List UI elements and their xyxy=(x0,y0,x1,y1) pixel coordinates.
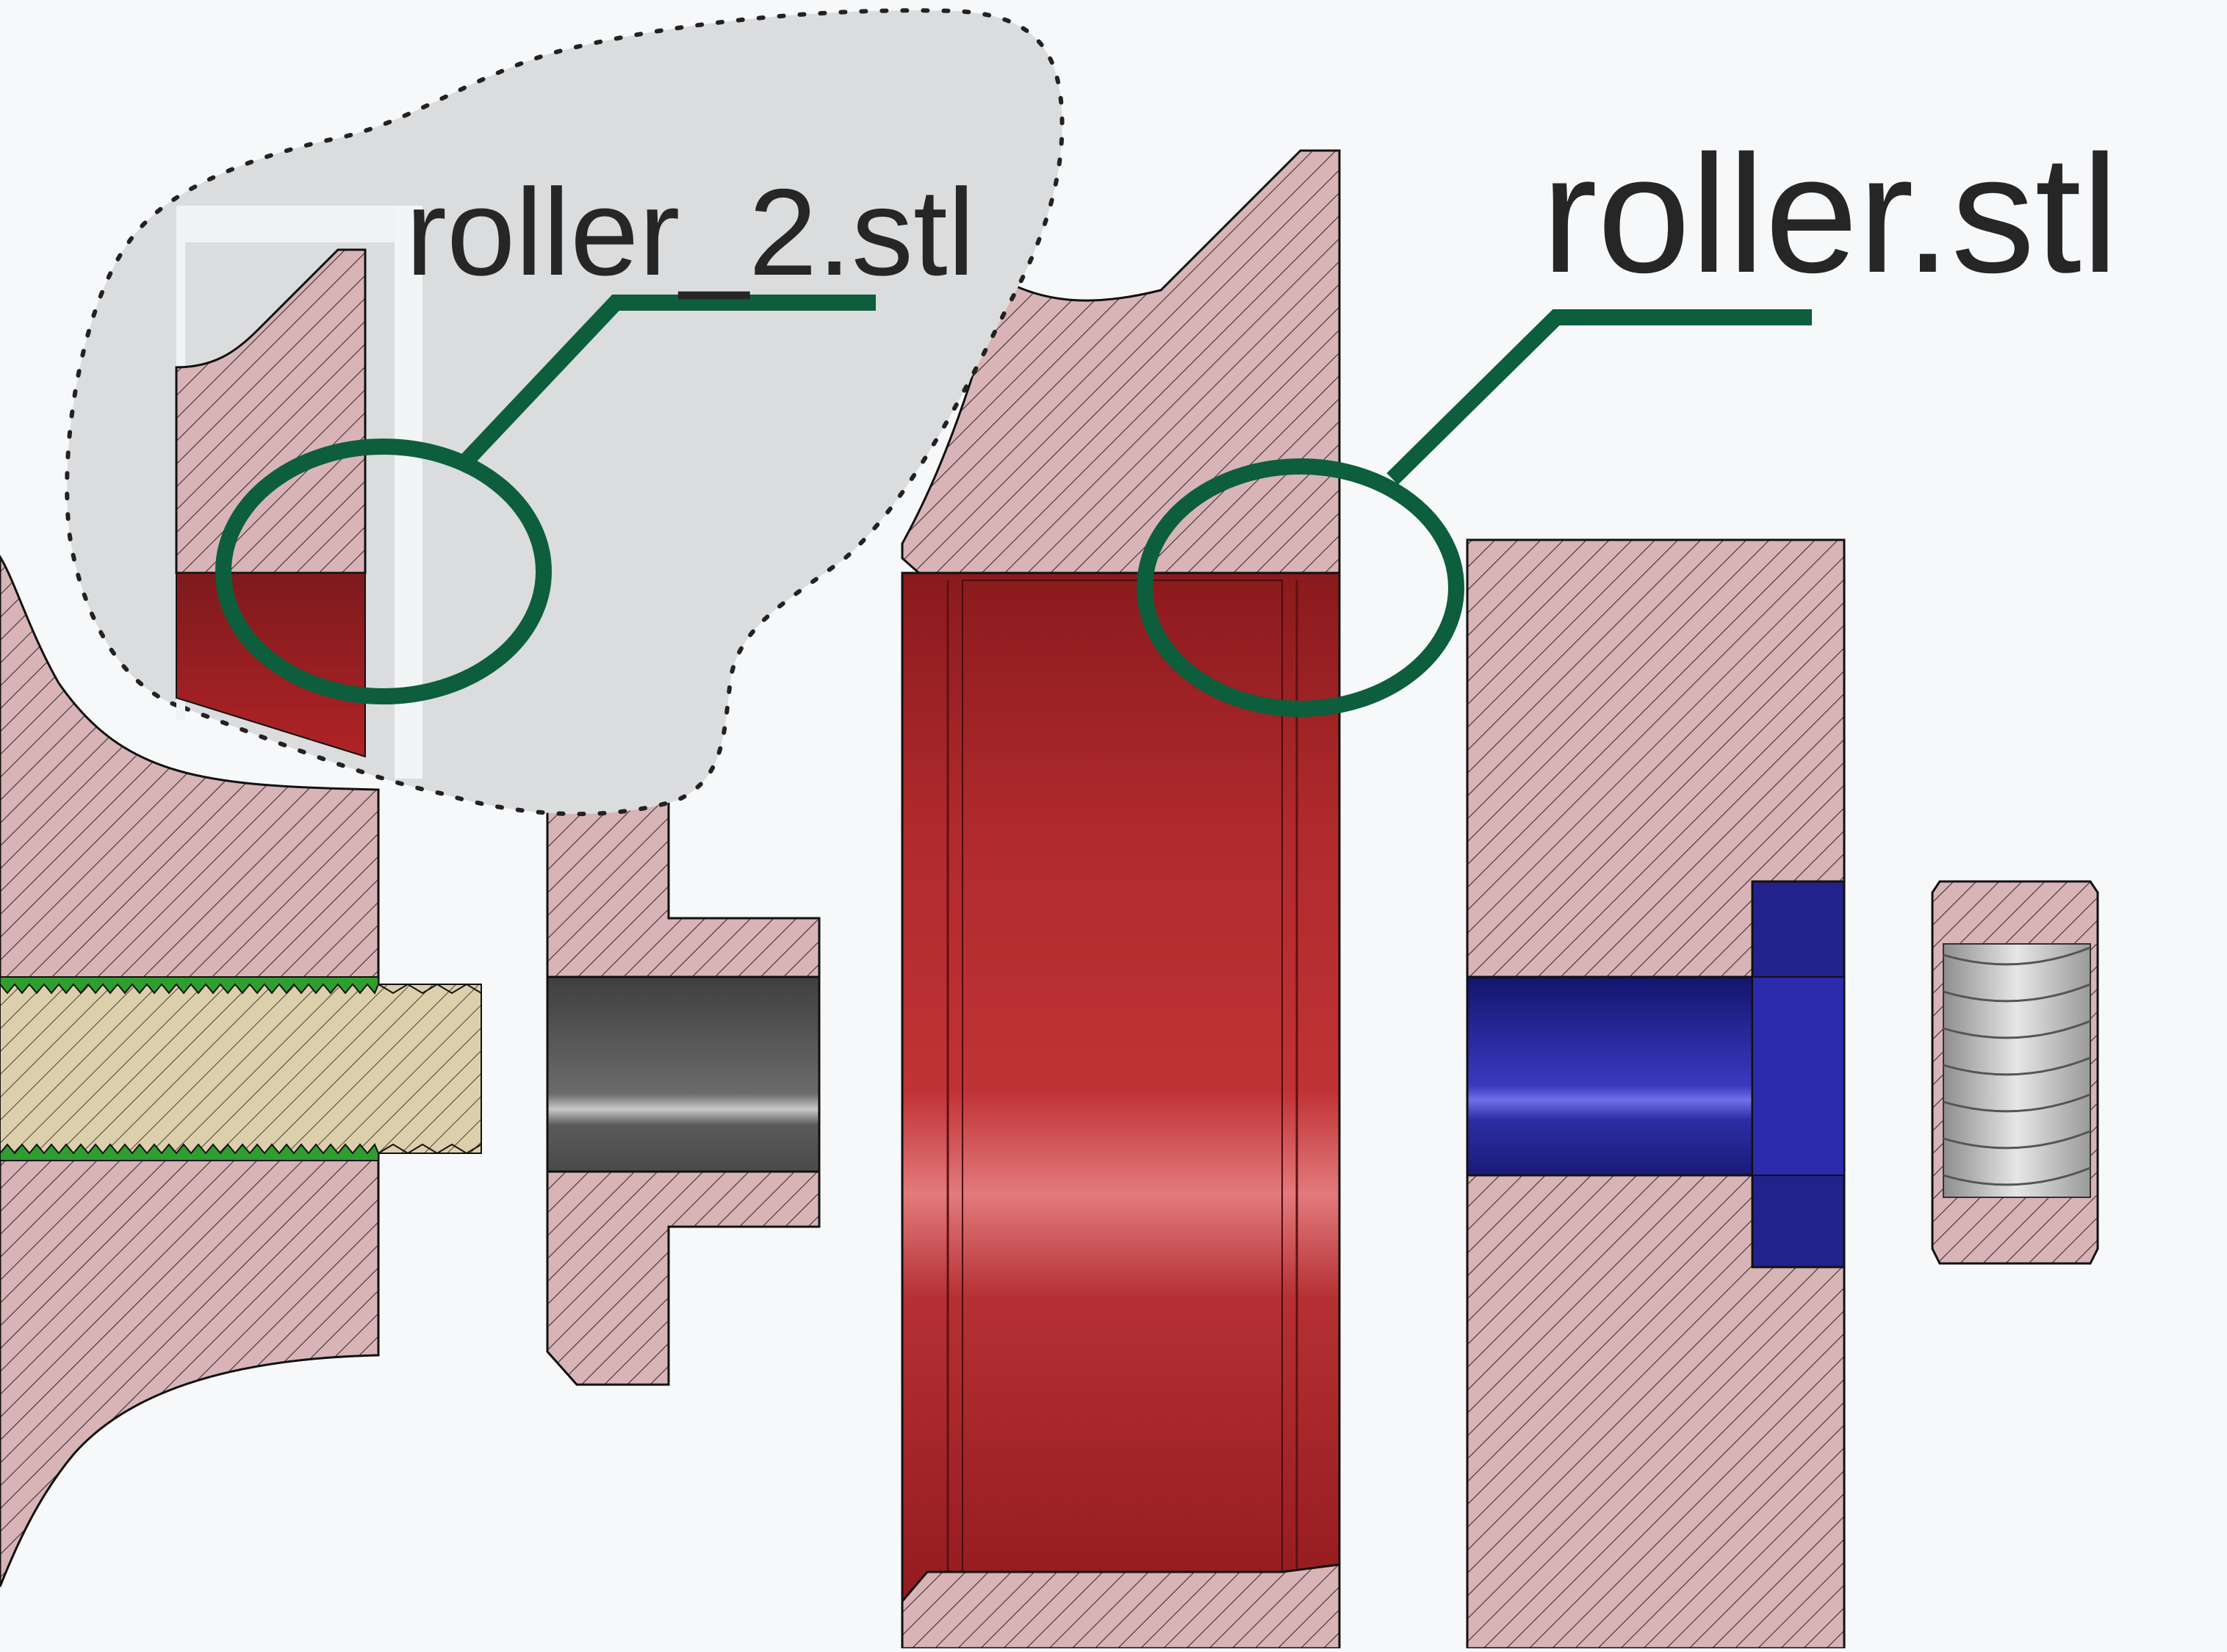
left-bracket-lower xyxy=(0,1148,380,1587)
thread-top xyxy=(0,976,379,995)
callout-roller xyxy=(1137,309,1812,717)
callout-leader-roller-2 xyxy=(458,295,876,469)
roller xyxy=(901,571,1341,1610)
label-roller: roller.stl xyxy=(1541,121,2119,308)
label-roller-2: roller_2.stl xyxy=(406,163,975,301)
spacer-bushing-top xyxy=(546,796,821,978)
roller-hub-bottom xyxy=(901,1563,1341,1650)
callout-leader-roller xyxy=(1386,309,1812,485)
thread-bottom xyxy=(0,1143,379,1161)
thread-tip-teeth xyxy=(378,983,482,1155)
inset-white-strip-v2 xyxy=(395,206,422,779)
nut xyxy=(1931,880,2099,1265)
callout-circle-roller-2 xyxy=(215,439,552,704)
spacer-bushing-bottom xyxy=(546,1170,821,1386)
callout-circle-roller xyxy=(1137,458,1464,717)
callout-roller-2 xyxy=(215,295,876,704)
spacer-sleeve xyxy=(546,975,821,1173)
nut-thread-lines xyxy=(1943,946,2091,1186)
inset-white-strip xyxy=(176,206,404,242)
roller-2-hub xyxy=(175,248,367,574)
bolt xyxy=(1466,880,1846,1269)
threaded-shaft xyxy=(0,976,482,1161)
left-bracket xyxy=(0,555,380,989)
